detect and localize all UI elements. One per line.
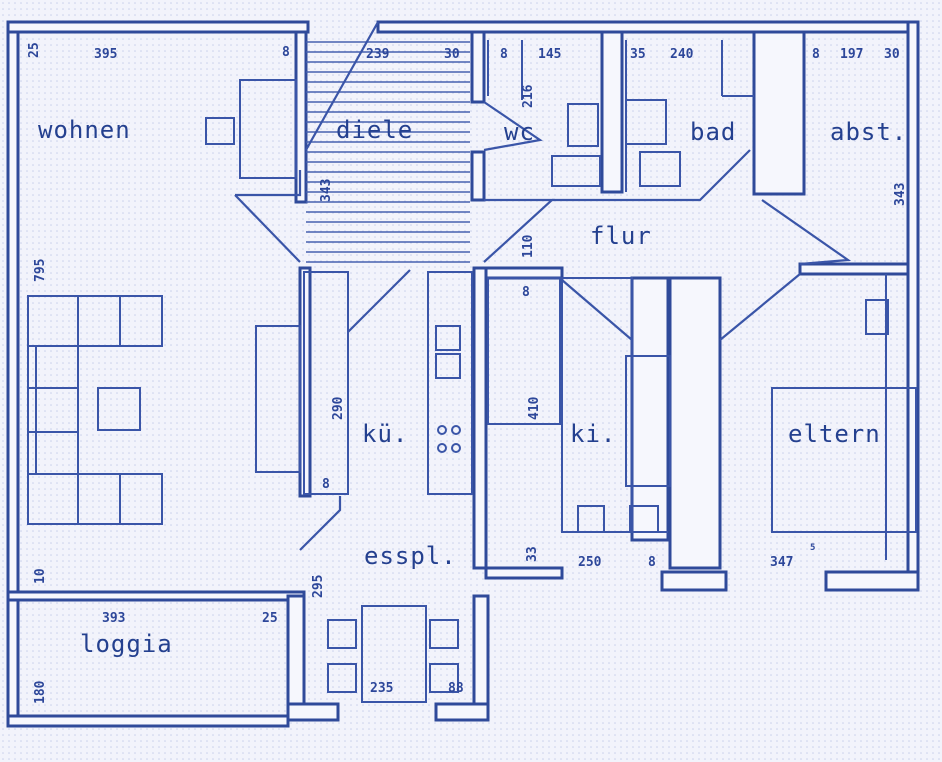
dim-abst-wall: 8: [812, 47, 820, 62]
wall-window-kind: [660, 570, 728, 592]
dim-wohnen-wall: 8: [282, 45, 290, 60]
label-kind: ki.: [570, 420, 616, 448]
label-abst: abst.: [830, 118, 907, 146]
dim-wall-10: 10: [33, 568, 48, 584]
eltern-bed: [771, 387, 917, 533]
dim-abst-top: 197: [840, 47, 863, 62]
bad-toilet: [639, 151, 681, 187]
dim-kind-side: 410: [527, 396, 542, 420]
dim-essplatz-side: 295: [311, 575, 326, 598]
dim-diele-side: 343: [319, 179, 334, 202]
dimension-labels: 395 25 8 239 30 8 145 216 35 240 8 197 3…: [27, 42, 908, 704]
furniture: [27, 40, 917, 703]
wall-essplatz-left: [286, 594, 306, 718]
dim-loggia-side: 180: [33, 680, 48, 704]
kitchen-counter-left: [303, 271, 349, 495]
dim-bad-top: 240: [670, 47, 694, 62]
label-bad: bad: [690, 118, 736, 146]
label-wohnen: wohnen: [38, 116, 131, 144]
wall-bad-abst: [752, 30, 806, 196]
dim-essplatz-right: 88: [448, 681, 464, 696]
wall-kueche-right: [472, 266, 488, 570]
sideboard: [255, 325, 301, 473]
sofa-top: [27, 295, 163, 347]
chair-2: [327, 663, 357, 693]
label-diele: diele: [336, 116, 413, 144]
dim-kueche-wall: 8: [322, 477, 330, 492]
dim-kind-wall: 8: [522, 285, 530, 300]
sofa-bottom: [27, 473, 163, 525]
dim-wc-wall: 8: [500, 47, 508, 62]
chair-3: [429, 619, 459, 649]
dim-abst-right: 30: [884, 47, 900, 62]
dim-wc-top: 145: [538, 47, 561, 62]
wall-left: [6, 20, 20, 724]
dim-wohnen-side: 795: [33, 259, 48, 282]
room-labels: wohnen diele wc bad abst. flur kü. ki. e…: [38, 116, 907, 658]
wall-diele-wc-top: [470, 30, 486, 104]
wc-basin: [551, 155, 601, 187]
dining-table: [361, 605, 427, 703]
dim-eltern-bottom: 347: [770, 555, 793, 570]
wohnen-plant-box: [205, 117, 235, 145]
wall-kind-eltern-a: [630, 276, 670, 542]
wall-top-right: [376, 20, 920, 34]
wall-flur-bottom-1: [484, 266, 564, 280]
dim-loggia-top: 393: [102, 611, 125, 626]
dim-essplatz-bottom: 235: [370, 681, 393, 696]
dim-wc-side: 216: [521, 84, 536, 108]
wall-wc-bad: [600, 30, 624, 194]
dim-eltern-sup: 5: [810, 543, 815, 553]
wall-kind-eltern-b: [668, 276, 722, 570]
label-wc: wc: [504, 118, 535, 146]
dim-flur-width: 110: [521, 234, 536, 258]
label-essplatz: esspl.: [364, 542, 457, 570]
label-kueche: kü.: [362, 420, 408, 448]
dim-bad-wall: 35: [630, 47, 646, 62]
label-loggia: loggia: [80, 630, 173, 658]
chair-4: [429, 663, 459, 693]
wall-loggia-top: [6, 590, 306, 602]
wall-essplatz-bottom-right: [434, 702, 490, 722]
coffee-table: [97, 387, 141, 431]
wc-toilet: [567, 103, 599, 147]
dim-diele-wall: 30: [444, 47, 460, 62]
eltern-nightstand: [865, 299, 889, 335]
wall-flur-bottom-2: [798, 262, 910, 276]
kitchen-counter-right: [427, 271, 473, 495]
dim-diele-top: 239: [366, 47, 389, 62]
wall-window-eltern: [824, 570, 920, 592]
chair-1: [327, 619, 357, 649]
wall-essplatz-bottom-left: [286, 702, 340, 722]
sink: [435, 325, 461, 351]
wall-kind-bottom: [484, 566, 564, 580]
stair-hatching: [306, 41, 470, 263]
dim-wohnen-corner: 25: [27, 42, 42, 58]
wohnen-cabinet: [239, 79, 297, 179]
wall-essplatz-right: [472, 594, 490, 718]
dim-kind-wall-b: 8: [648, 555, 656, 570]
label-flur: flur: [590, 222, 652, 250]
door-swings: [234, 21, 852, 551]
dim-kueche-side: 290: [331, 396, 346, 420]
dim-kind-bottom: 250: [578, 555, 602, 570]
wall-loggia-bottom: [6, 714, 290, 728]
label-eltern: eltern: [788, 420, 881, 448]
wall-diele-wc-bottom: [470, 150, 486, 202]
dim-kind-corner: 33: [525, 546, 540, 562]
sink-2: [435, 353, 461, 379]
kind-desk: [625, 355, 671, 487]
wall-top-wohnen: [6, 20, 310, 34]
kind-wardrobe: [487, 277, 561, 425]
dim-wohnen-top: 395: [94, 47, 117, 62]
dim-abst-side: 343: [893, 183, 908, 206]
dim-loggia-wall: 25: [262, 611, 278, 626]
